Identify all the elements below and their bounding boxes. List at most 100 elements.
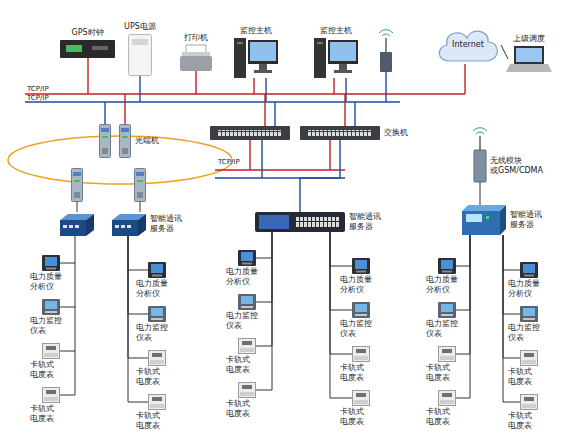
rail-energy-meter [149, 351, 166, 366]
tcpip-bus-blue [25, 101, 400, 103]
ups-panel [132, 39, 148, 45]
node-label: 监控主机 [320, 26, 352, 36]
power-quality-analyzer [238, 250, 256, 266]
node-label: 交换机 [384, 128, 414, 138]
wire [60, 236, 75, 395]
bus-drop [264, 94, 265, 126]
monitor-host: 监控主机 [234, 38, 278, 78]
monitor-pc [314, 38, 358, 78]
gps-clock: GPS时钟 [60, 40, 115, 58]
rail-energy-meter: 卡轨式 电度表 [42, 343, 60, 359]
rail-energy-meter: 卡轨式 电度表 [352, 346, 370, 362]
rail-energy-meter: 卡轨式 电度表 [148, 394, 166, 410]
node-label: 电力监控 仪表 [508, 323, 544, 343]
bus-drop [195, 71, 196, 94]
node-label: 卡轨式 电度表 [30, 360, 66, 380]
connector-wire [456, 235, 470, 266]
rail-energy-meter [239, 383, 256, 398]
power-monitor-meter [42, 299, 60, 315]
node-label: 上级调度 [513, 34, 545, 44]
rail-energy-meter: 卡轨式 电度表 [238, 338, 256, 354]
node-label: 打印机 [184, 33, 208, 43]
node-label: 无线模块 或GSM/CDMA [490, 156, 552, 176]
dispatch-laptop: 上级调度 [508, 46, 550, 72]
bus-drop [139, 76, 140, 102]
node-label: 电力监控 仪表 [30, 316, 66, 336]
bus-drop [344, 94, 345, 126]
fiber-converter: 光端机 [119, 124, 131, 158]
connector-wire [256, 232, 272, 302]
rail-energy-meter [353, 347, 370, 362]
power-monitor-meter: 电力监控 仪表 [520, 306, 538, 322]
bus-drop [274, 102, 275, 126]
printer: 打印机 [180, 45, 212, 71]
monitor-host: 监控主机 [314, 38, 358, 78]
rail-energy-meter: 卡轨式 电度表 [42, 387, 60, 403]
power-monitor-meter [352, 302, 370, 318]
bus-drop [464, 64, 465, 94]
tcpip-bus-red [215, 169, 345, 170]
tcpip-bus-red [25, 93, 465, 95]
rail-energy-meter: 卡轨式 电度表 [352, 390, 370, 406]
power-quality-analyzer: 电力质量 分析仪 [520, 262, 538, 278]
fiber-converter [120, 125, 131, 158]
power-monitor-meter: 电力监控 仪表 [352, 302, 370, 318]
comm-server-display [466, 214, 482, 222]
power-quality-analyzer [438, 258, 456, 274]
connector-wire [330, 232, 352, 266]
bus-label: TCP/IP [27, 85, 49, 94]
bus-drop [333, 78, 334, 94]
node-label: GPS时钟 [71, 28, 103, 38]
connector-wire [256, 232, 272, 390]
network-switch [300, 126, 380, 140]
node-label: 卡轨式 电度表 [508, 367, 544, 387]
comm-server-top [462, 205, 506, 211]
power-quality-analyzer: 电力质量 分析仪 [148, 262, 166, 278]
laptop-screen [516, 48, 542, 62]
connector-wire [456, 235, 470, 310]
node-label: 卡轨式 电度表 [340, 363, 376, 383]
internet-cloud: Internet [435, 26, 501, 64]
rail-energy-meter [43, 344, 60, 359]
node-label: 监控主机 [240, 26, 272, 36]
power-quality-analyzer: 电力质量 分析仪 [238, 250, 256, 266]
node-label: UPS电源 [124, 22, 156, 32]
ups-tower [129, 35, 152, 76]
node-label: 智能通讯 服务器 [150, 214, 190, 234]
bus-drop [104, 102, 105, 124]
connector-wire [128, 236, 148, 314]
node-label: 电力质量 分析仪 [340, 275, 376, 295]
fiber-converter [135, 169, 146, 202]
connector-wire [330, 232, 352, 310]
comm-server-rack [255, 212, 345, 232]
power-monitor-meter [238, 294, 256, 310]
connector-wire [480, 182, 481, 205]
rail-energy-meter [43, 388, 60, 403]
power-quality-analyzer [352, 258, 370, 274]
comm-server-panel [259, 215, 289, 229]
gps-clock-rack [60, 40, 115, 58]
comm-server-led [486, 216, 489, 219]
connector-wire [456, 235, 470, 354]
comm-server: 智能通讯 服务器 [255, 212, 345, 232]
connector-wire [503, 235, 520, 314]
rail-energy-meter [239, 339, 256, 354]
connector-wire [128, 236, 148, 270]
comm-server-side [500, 205, 506, 235]
power-monitor-meter: 电力监控 仪表 [42, 299, 60, 315]
connector-wire [456, 235, 470, 398]
bus-drop [249, 140, 250, 170]
network-switch: 交换机 [300, 126, 380, 140]
bus-drop [124, 94, 125, 124]
node-label: 智能通讯 服务器 [510, 210, 550, 230]
rail-energy-meter [149, 395, 166, 410]
antenna [479, 136, 480, 150]
gps-buttons [92, 46, 108, 50]
comm-server-front [462, 211, 500, 235]
rail-energy-meter: 卡轨式 电度表 [148, 350, 166, 366]
power-monitor-meter: 电力监控 仪表 [438, 302, 456, 318]
